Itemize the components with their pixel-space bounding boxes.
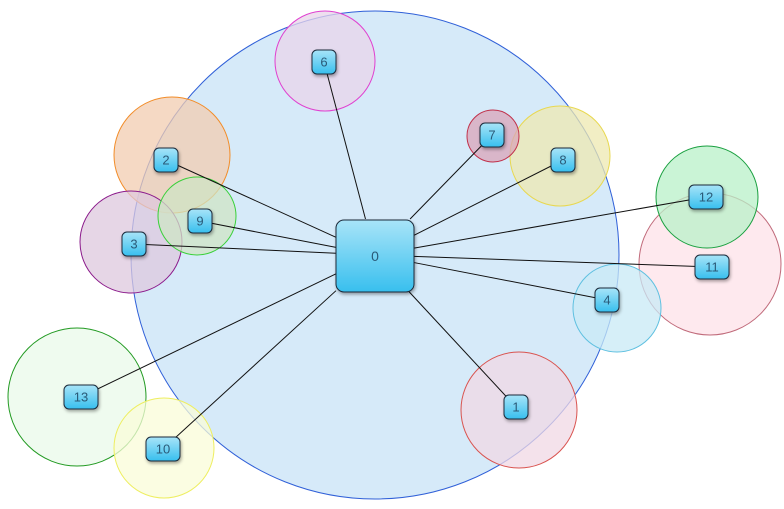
node-2-box[interactable] — [153, 147, 179, 173]
edge-0-2 — [165, 159, 337, 238]
node-6[interactable]: 6 — [311, 49, 337, 75]
node-9-box[interactable] — [187, 208, 213, 234]
node-8[interactable]: 8 — [550, 147, 576, 173]
node-4[interactable]: 4 — [594, 287, 620, 313]
node-6-label: 6 — [320, 55, 327, 70]
node-11-label: 11 — [705, 260, 719, 275]
node-3-box[interactable] — [121, 231, 147, 257]
node-6-box[interactable] — [311, 49, 337, 75]
node-12[interactable]: 12 — [688, 184, 724, 210]
hub-node-label: 0 — [371, 248, 379, 264]
node-11-box[interactable] — [694, 254, 730, 280]
node-11[interactable]: 11 — [694, 254, 730, 280]
edge-0-11 — [413, 255, 713, 268]
node-12-box[interactable] — [688, 184, 724, 210]
node-7-box[interactable] — [479, 122, 505, 148]
node-10-label: 10 — [156, 442, 170, 457]
node-7[interactable]: 7 — [479, 122, 505, 148]
node-9-label: 9 — [196, 214, 203, 229]
edge-0-9 — [199, 220, 337, 248]
node-1[interactable]: 1 — [503, 394, 529, 420]
edge-0-6 — [323, 61, 366, 220]
node-7-label: 7 — [488, 128, 495, 143]
edge-0-7 — [409, 134, 493, 220]
edge-layer — [80, 61, 713, 450]
node-1-label: 1 — [512, 400, 519, 415]
node-8-box[interactable] — [550, 147, 576, 173]
node-9[interactable]: 9 — [187, 208, 213, 234]
edge-0-10 — [162, 290, 337, 450]
edge-0-13 — [80, 273, 337, 398]
edge-0-4 — [413, 262, 608, 301]
node-3[interactable]: 3 — [121, 231, 147, 257]
node-8-label: 8 — [559, 153, 566, 168]
edge-0-1 — [408, 290, 517, 408]
node-13[interactable]: 13 — [63, 384, 99, 410]
edge-0-8 — [413, 159, 564, 236]
node-13-label: 13 — [74, 390, 88, 405]
edge-0-3 — [133, 243, 337, 254]
node-4-label: 4 — [603, 293, 610, 308]
node-3-label: 3 — [130, 237, 137, 252]
node-4-box[interactable] — [594, 287, 620, 313]
node-10[interactable]: 10 — [145, 436, 181, 462]
node-2[interactable]: 2 — [153, 147, 179, 173]
node-12-label: 12 — [699, 190, 713, 205]
node-1-box[interactable] — [503, 394, 529, 420]
node-2-label: 2 — [162, 153, 169, 168]
node-13-box[interactable] — [63, 384, 99, 410]
edge-0-12 — [413, 196, 707, 249]
node-10-box[interactable] — [145, 436, 181, 462]
hub-node[interactable]: 0 — [335, 219, 415, 293]
